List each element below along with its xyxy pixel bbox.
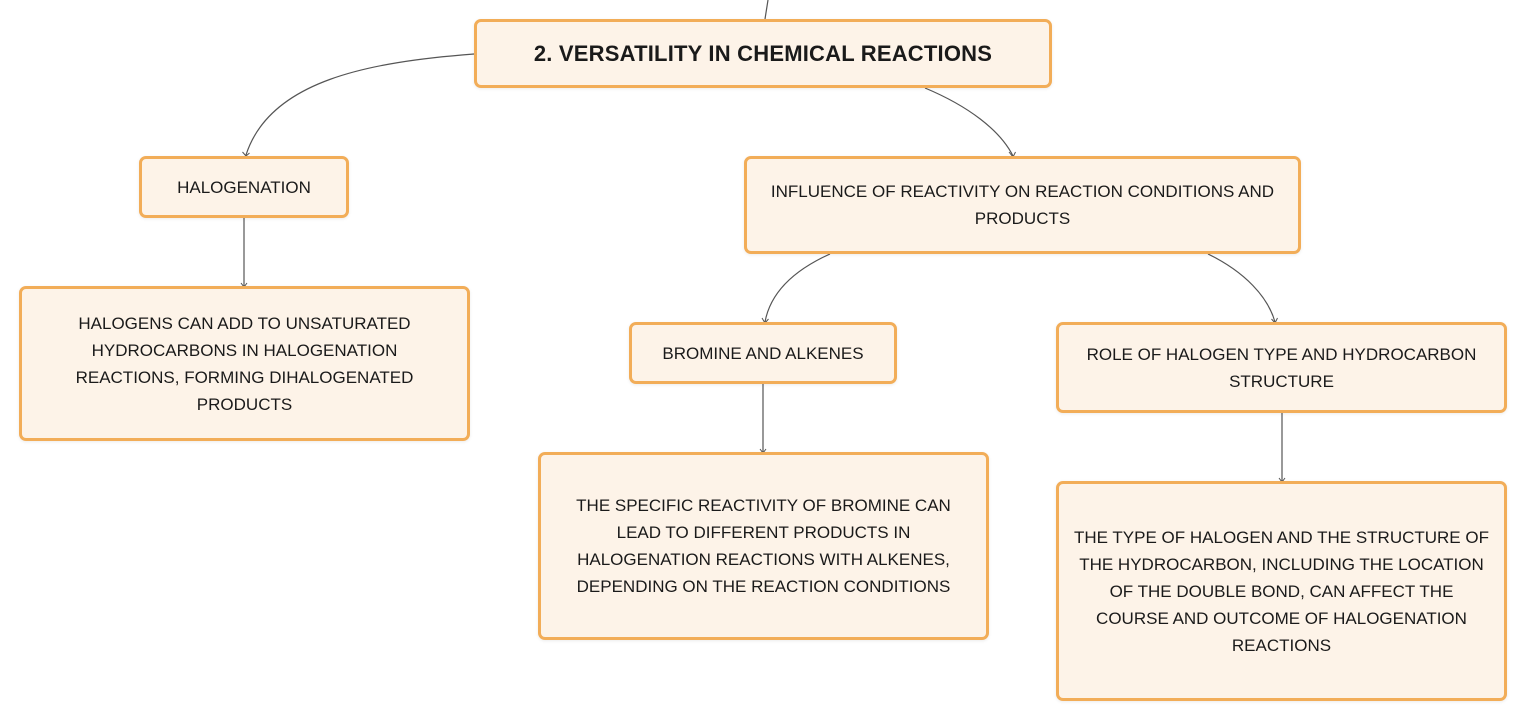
halogenation-detail-node[interactable]: HALOGENS CAN ADD TO UNSATURATED HYDROCAR…	[19, 286, 470, 441]
influence-node-label: INFLUENCE OF REACTIVITY ON REACTION COND…	[770, 182, 1275, 228]
root-node[interactable]: 2. VERSATILITY IN CHEMICAL REACTIONS	[474, 19, 1052, 88]
bromine-detail-node[interactable]: THE SPECIFIC REACTIVITY OF BROMINE CAN L…	[538, 452, 989, 640]
bromine-detail-label: THE SPECIFIC REACTIVITY OF BROMINE CAN L…	[576, 496, 951, 596]
halogenation-node-label: HALOGENATION	[177, 177, 311, 197]
connector-influence-to-bromine	[764, 253, 831, 323]
connector-root-to-halogenation	[245, 53, 475, 156]
halogenation-detail-label: HALOGENS CAN ADD TO UNSATURATED HYDROCAR…	[75, 313, 414, 414]
role-detail-label: THE TYPE OF HALOGEN AND THE STRUCTURE OF…	[1074, 527, 1489, 655]
bromine-node-label: BROMINE AND ALKENES	[662, 343, 864, 363]
role-detail-node[interactable]: THE TYPE OF HALOGEN AND THE STRUCTURE OF…	[1056, 481, 1507, 701]
bromine-node[interactable]: BROMINE AND ALKENES	[629, 322, 897, 384]
connector-influence-to-role	[1207, 253, 1276, 323]
influence-node[interactable]: INFLUENCE OF REACTIVITY ON REACTION COND…	[744, 156, 1301, 254]
halogenation-node[interactable]: HALOGENATION	[139, 156, 349, 218]
root-node-label: 2. VERSATILITY IN CHEMICAL REACTIONS	[533, 41, 993, 66]
role-node[interactable]: ROLE OF HALOGEN TYPE AND HYDROCARBON STR…	[1056, 322, 1507, 413]
connector-root-to-influence	[924, 87, 1014, 157]
connector-parent-to-root	[764, 0, 769, 20]
role-node-label: ROLE OF HALOGEN TYPE AND HYDROCARBON STR…	[1086, 344, 1477, 391]
